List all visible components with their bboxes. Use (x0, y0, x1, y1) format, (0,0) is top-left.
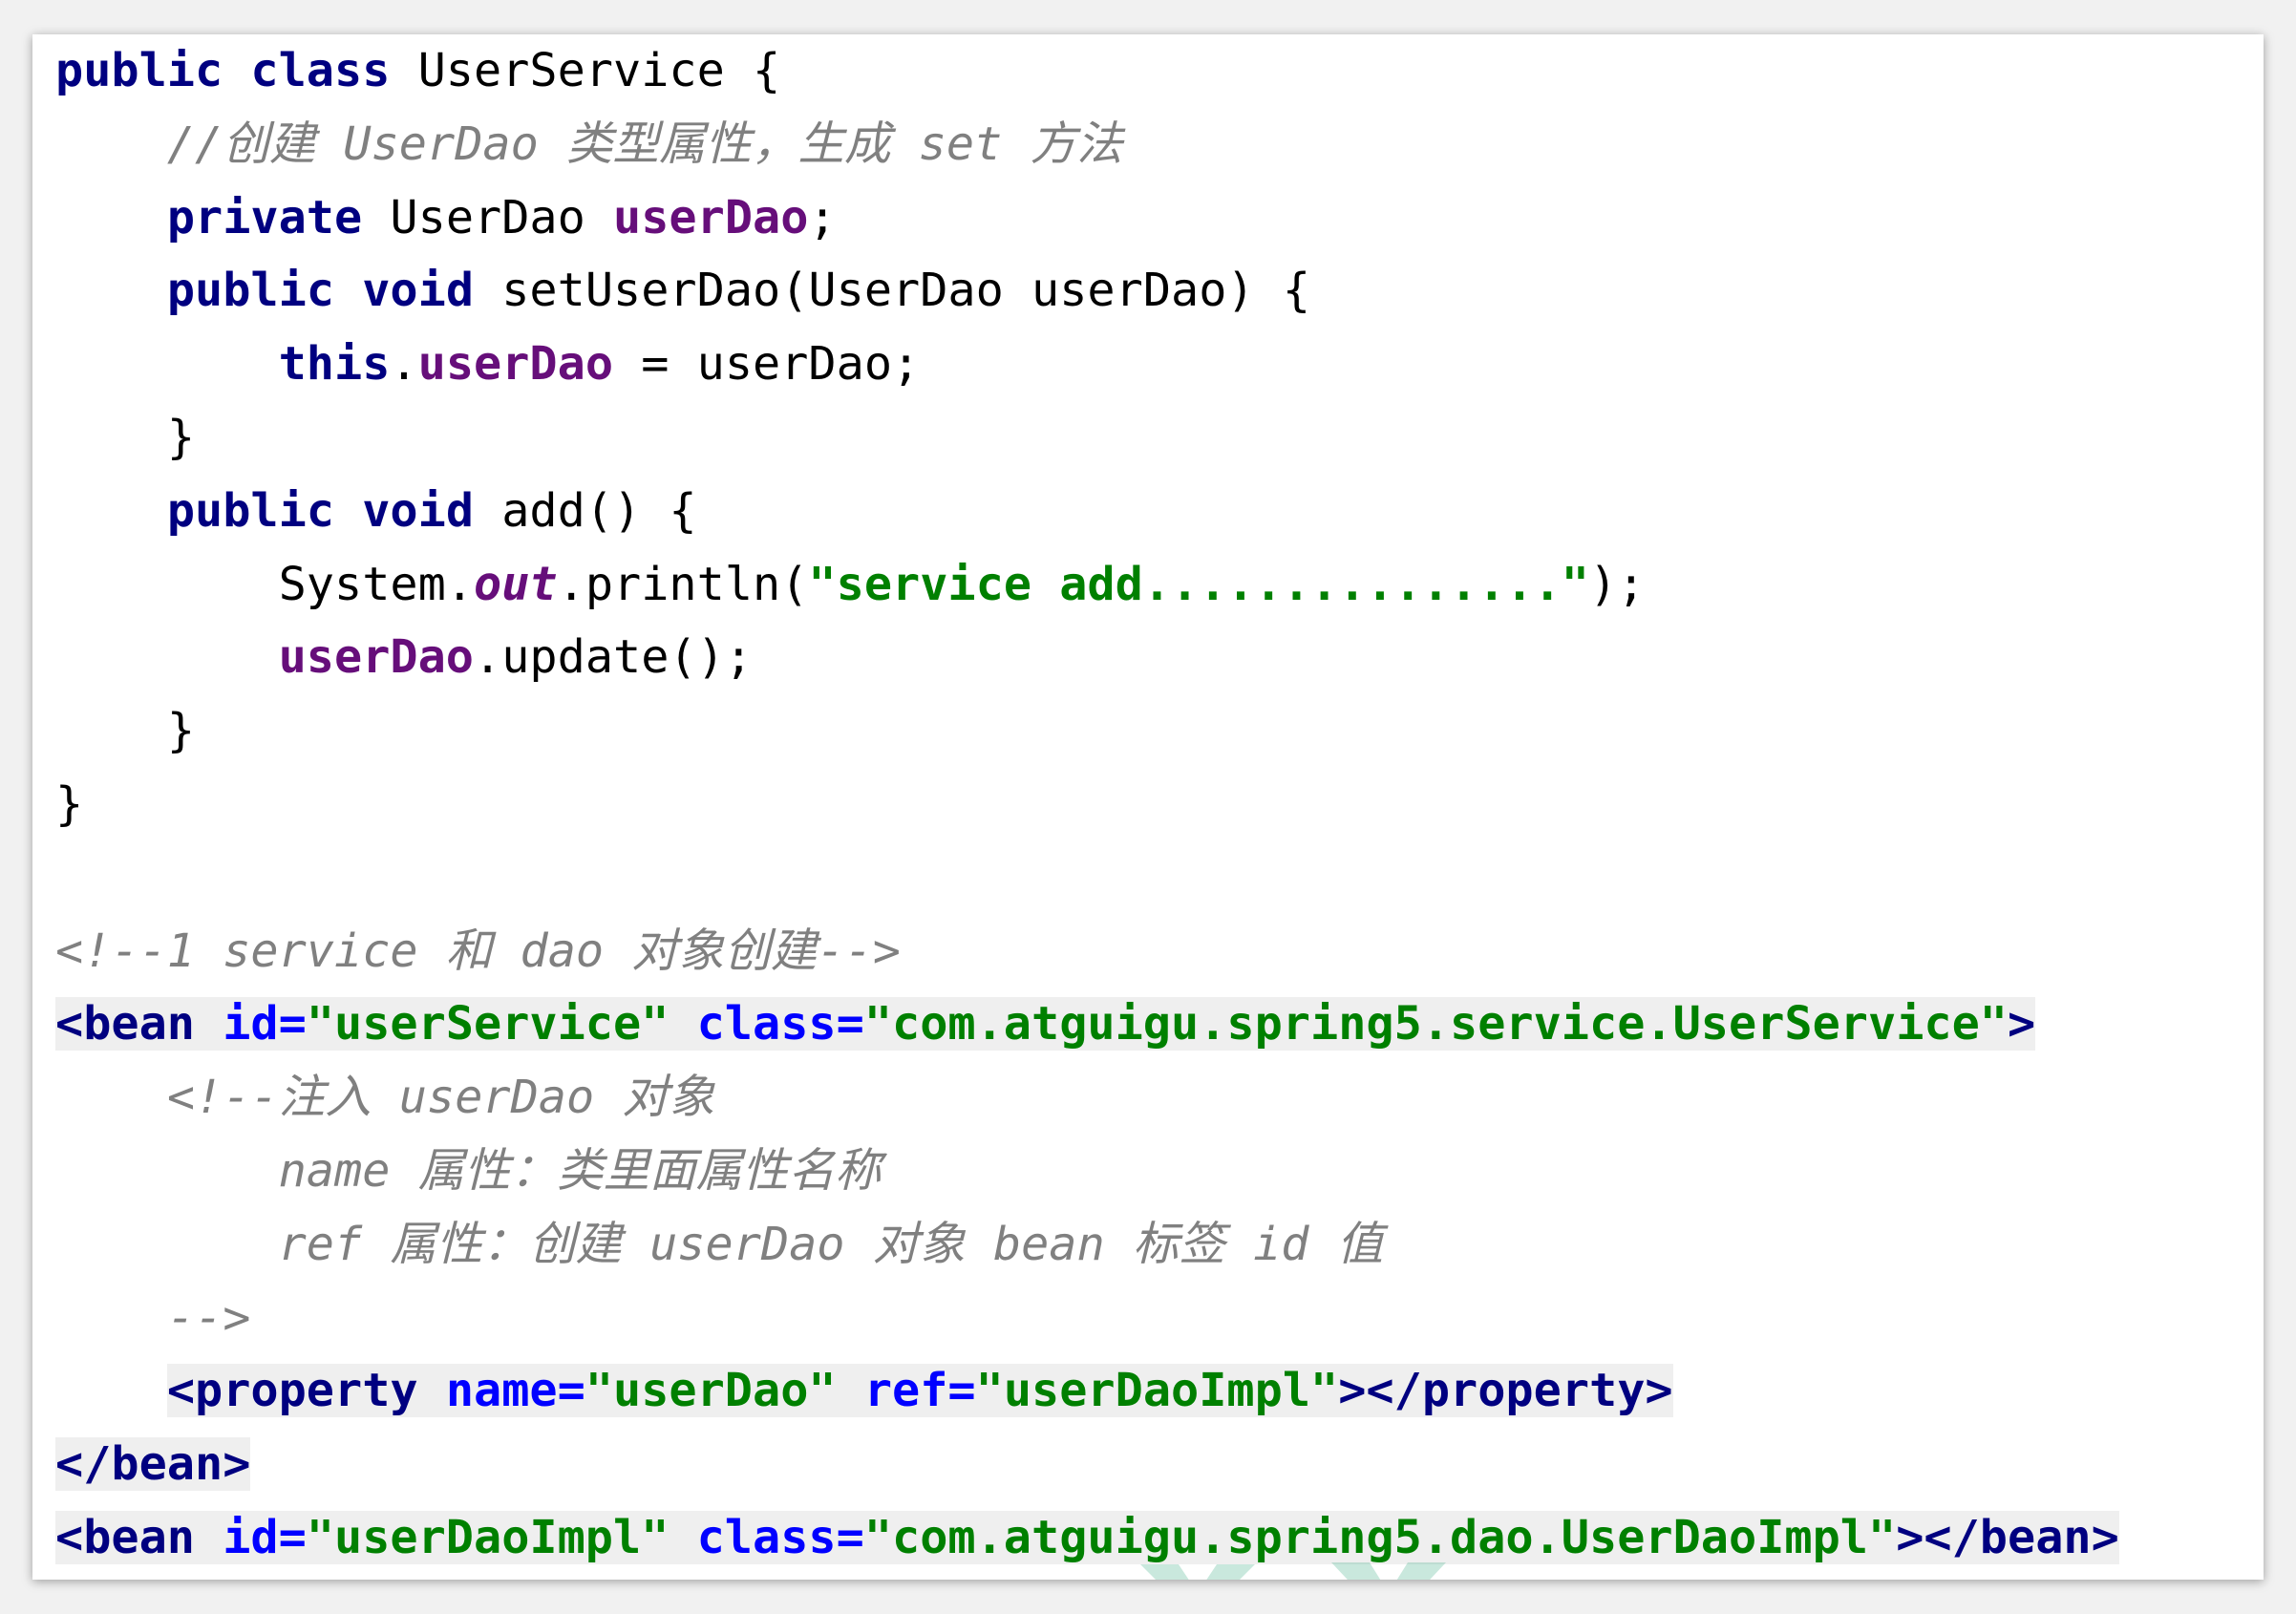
attr-value: "com.atguigu.spring5.service.UserService… (863, 997, 2008, 1051)
attr-name: name= (445, 1364, 585, 1418)
attr-name: class= (696, 997, 864, 1051)
keyword: private (166, 190, 363, 244)
xml-comment: ref 属性：创建 userDao 对象 bean 标签 id 值 (278, 1217, 1384, 1271)
code-line-inject-comment: --> (55, 1282, 2252, 1355)
keyword: void (362, 483, 475, 538)
field-name: userDao (613, 190, 809, 244)
tag-open: <bean (55, 1510, 195, 1564)
highlighted-tag: <bean id="userService" class="com.atguig… (55, 997, 2036, 1051)
attr-name: id= (223, 997, 307, 1051)
semicolon: ; (808, 190, 837, 244)
xml-comment: <!--1 service 和 dao 对象创建--> (55, 924, 901, 978)
method-call: .update(); (474, 630, 754, 685)
highlighted-tag: <property name="userDao" ref="userDaoImp… (166, 1364, 1673, 1418)
keyword: class (250, 44, 391, 97)
brace: } (166, 410, 196, 464)
field-name: userDao (417, 337, 614, 392)
method-call: .println( (557, 557, 809, 611)
code-line-field: private UserDao userDao; (55, 181, 2252, 255)
brace: } (166, 704, 196, 758)
tag-close: ></property> (1338, 1364, 1673, 1418)
tag-close: > (2008, 997, 2036, 1051)
xml-comment: <!--注入 userDao 对象 (166, 1071, 715, 1125)
keyword: public (166, 483, 335, 538)
code-line-bean-dao: <bean id="userDaoImpl" class="com.atguig… (55, 1501, 2252, 1575)
field-name: userDao (278, 630, 475, 685)
code-line-println: System.out.println("service add.........… (55, 548, 2252, 622)
tag-open: <bean (55, 997, 195, 1051)
code-line-bean-close: </bean> (55, 1428, 2252, 1501)
watermark-logo (1140, 1562, 1446, 1580)
code-line-blank (55, 841, 2252, 915)
brace: } (55, 776, 84, 831)
code-line-comment: //创建 UserDao 类型属性，生成 set 方法 (55, 108, 2252, 181)
attr-value: "userDao" (585, 1364, 837, 1418)
tag-close: ></bean> (1896, 1510, 2119, 1564)
keyword: void (362, 264, 475, 318)
code-line-inject-comment: ref 属性：创建 userDao 对象 bean 标签 id 值 (55, 1208, 2252, 1282)
code-block: public class UserService { //创建 UserDao … (55, 34, 2252, 1575)
code-line-close-brace: } (55, 768, 2252, 841)
method-signature: setUserDao(UserDao userDao) { (501, 264, 1311, 318)
attr-value: "userService" (306, 997, 670, 1051)
keyword: this (278, 337, 391, 392)
attr-name: id= (223, 1510, 307, 1564)
code-line-class-decl: public class UserService { (55, 34, 2252, 108)
code-comment: //创建 UserDao 类型属性，生成 set 方法 (166, 117, 1123, 171)
method-signature: add() { (501, 483, 697, 538)
code-line-property: <property name="userDao" ref="userDaoImp… (55, 1354, 2252, 1428)
attr-value: "com.atguigu.spring5.dao.UserDaoImpl" (863, 1510, 1897, 1564)
code-line-add-decl: public void add() { (55, 475, 2252, 548)
class-name: UserService (417, 44, 725, 97)
code-line-inject-comment: name 属性：类里面属性名称 (55, 1135, 2252, 1208)
tag-close: </bean> (55, 1437, 251, 1492)
dot: . (390, 337, 418, 392)
keyword: public (55, 44, 223, 97)
code-line-close-brace: } (55, 694, 2252, 768)
code-line-setter-body: this.userDao = userDao; (55, 328, 2252, 401)
xml-comment: --> (166, 1290, 251, 1345)
static-field: out (474, 557, 558, 611)
call-suffix: ); (1589, 557, 1646, 611)
type-name: UserDao (390, 190, 585, 244)
attr-value: "userDaoImpl" (975, 1364, 1339, 1418)
attr-name: class= (696, 1510, 864, 1564)
code-snippet-card: public class UserService { //创建 UserDao … (32, 34, 2264, 1580)
code-line-bean-service: <bean id="userService" class="com.atguig… (55, 988, 2252, 1061)
attr-value: "userDaoImpl" (306, 1510, 670, 1564)
code-line-close-brace: } (55, 401, 2252, 475)
string-literal: "service add..............." (808, 557, 1590, 611)
attr-name: ref= (863, 1364, 976, 1418)
tag-open: <property (166, 1364, 418, 1418)
xml-comment: name 属性：类里面属性名称 (278, 1143, 882, 1198)
brace: { (753, 44, 781, 97)
code-line-inject-comment: <!--注入 userDao 对象 (55, 1061, 2252, 1135)
system-prefix: System. (278, 557, 475, 611)
assignment: = userDao; (613, 337, 921, 392)
keyword: public (166, 264, 335, 318)
code-line-update: userDao.update(); (55, 621, 2252, 694)
code-line-setter-decl: public void setUserDao(UserDao userDao) … (55, 254, 2252, 328)
highlighted-tag: <bean id="userDaoImpl" class="com.atguig… (55, 1510, 2119, 1564)
code-line-xml-comment: <!--1 service 和 dao 对象创建--> (55, 915, 2252, 988)
